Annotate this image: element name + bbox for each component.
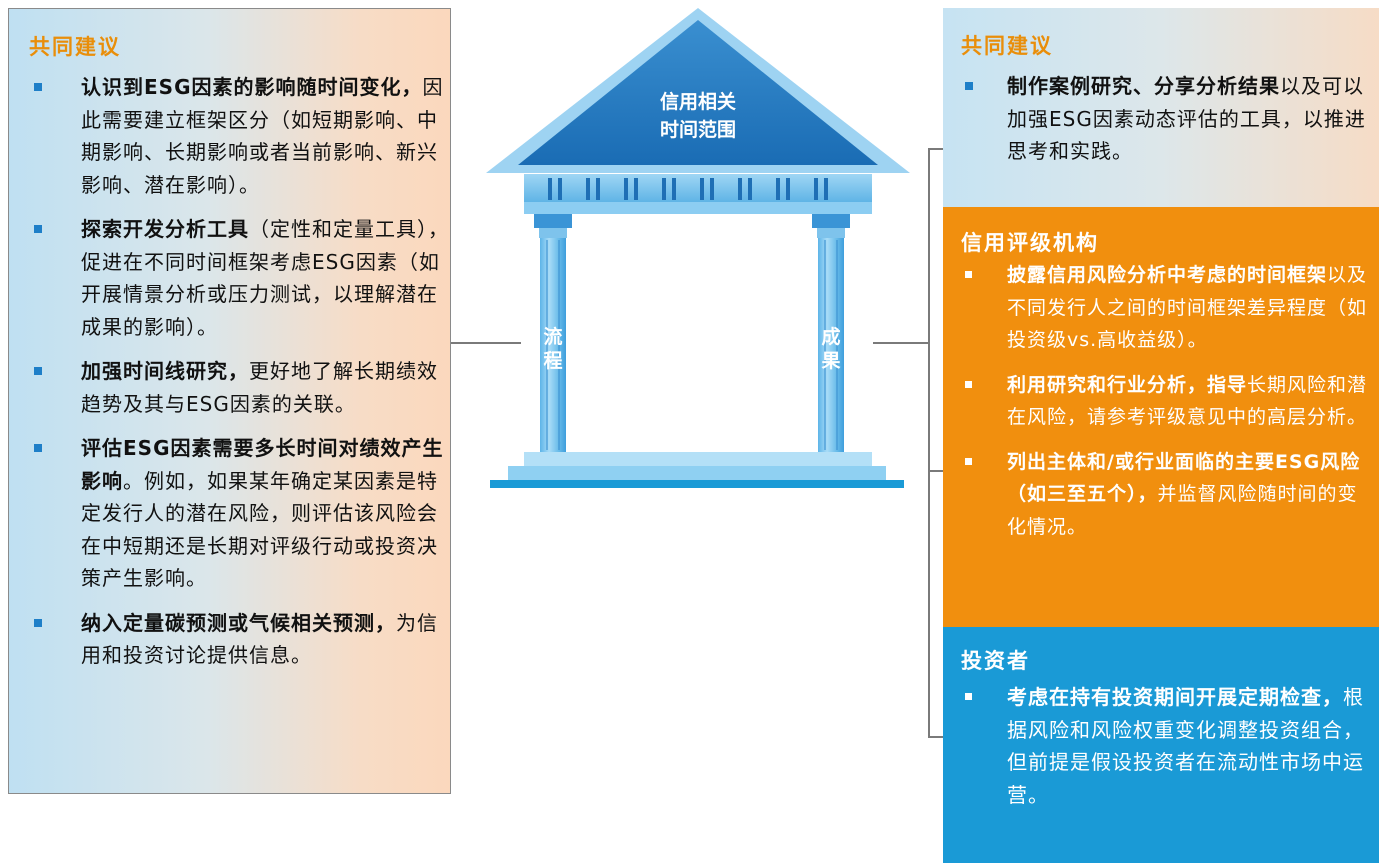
list-item: 制作案例研究、分享分析结果以及可以加强ESG因素动态评估的工具，以推进思考和实践… — [961, 70, 1375, 168]
right-bracket-top — [928, 148, 943, 150]
left-panel-title: 共同建议 — [29, 35, 121, 59]
right-pillar-label-2: 果 — [820, 350, 840, 372]
list-item: 纳入定量碳预测或气候相关预测，为信用和投资讨论提供信息。 — [29, 607, 451, 672]
square-bullet-icon — [965, 271, 972, 278]
list-item: 披露信用风险分析中考虑的时间框架以及不同发行人之间的时间框架差异程度（如投资级v… — [961, 259, 1375, 357]
investors-panel: 投资者 考虑在持有投资期间开展定期检查，根据风险和风险权重变化调整投资组合，但前… — [943, 627, 1379, 863]
square-bullet-icon — [965, 82, 973, 90]
left-connector-line — [451, 342, 521, 344]
temple-step-middle — [508, 466, 886, 480]
frieze-triglyphs — [548, 178, 828, 200]
list-item: 加强时间线研究，更好地了解长期绩效趋势及其与ESG因素的关联。 — [29, 355, 451, 420]
square-bullet-icon — [34, 444, 42, 452]
left-recommendations-panel: 共同建议 认识到ESG因素的影响随时间变化，因此需要建立框架区分（如短期影响、中… — [8, 8, 451, 794]
list-item: 认识到ESG因素的影响随时间变化，因此需要建立框架区分（如短期影响、中期影响、长… — [29, 71, 451, 201]
left-pillar-label-1: 流 — [543, 325, 562, 348]
square-bullet-icon — [34, 83, 42, 91]
left-pillar — [534, 214, 572, 452]
list-item: 利用研究和行业分析，指导长期风险和潜在风险，请参考评级意见中的高层分析。 — [961, 369, 1375, 434]
list-item: 列出主体和/或行业面临的主要ESG风险（如三至五个），并监督风险随时间的变化情况… — [961, 446, 1375, 544]
right-bracket-bottom — [928, 736, 943, 738]
right-bracket-mid — [928, 470, 943, 472]
right-connector-line — [873, 342, 928, 344]
temple-roof-inner — [518, 20, 878, 165]
temple-step-top — [524, 452, 872, 466]
right-common-panel: 共同建议 制作案例研究、分享分析结果以及可以加强ESG因素动态评估的工具，以推进… — [943, 8, 1379, 207]
roof-label-line1: 信用相关 — [660, 90, 736, 113]
list-item: 考虑在持有投资期间开展定期检查，根据风险和风险权重变化调整投资组合，但前提是假设… — [961, 681, 1375, 811]
right-cra-list: 披露信用风险分析中考虑的时间框架以及不同发行人之间的时间框架差异程度（如投资级v… — [961, 259, 1379, 555]
square-bullet-icon — [34, 225, 42, 233]
square-bullet-icon — [34, 618, 42, 627]
square-bullet-icon — [965, 693, 972, 700]
right-common-list: 制作案例研究、分享分析结果以及可以加强ESG因素动态评估的工具，以推进思考和实践… — [961, 70, 1379, 168]
temple-diagram: 信用相关 时间范围 流 程 成 果 — [486, 8, 910, 488]
right-inv-title: 投资者 — [961, 649, 1030, 673]
square-bullet-icon — [965, 457, 972, 465]
right-pillar — [812, 214, 850, 452]
square-bullet-icon — [34, 367, 42, 375]
square-bullet-icon — [965, 380, 972, 388]
temple-architrave — [524, 202, 872, 214]
right-inv-list: 考虑在持有投资期间开展定期检查，根据风险和风险权重变化调整投资组合，但前提是假设… — [961, 681, 1379, 811]
left-pillar-label-2: 程 — [543, 350, 562, 372]
roof-label-line2: 时间范围 — [660, 118, 736, 141]
right-pillar-label-1: 成 — [821, 325, 840, 348]
right-bracket-vertical — [928, 148, 930, 738]
list-item: 探索开发分析工具（定性和定量工具），促进在不同时间框架考虑ESG因素（如开展情景… — [29, 213, 451, 343]
right-cra-title: 信用评级机构 — [961, 231, 1099, 255]
credit-rating-agencies-panel: 信用评级机构 披露信用风险分析中考虑的时间框架以及不同发行人之间的时间框架差异程… — [943, 207, 1379, 627]
list-item: 评估ESG因素需要多长时间对绩效产生影响。例如，如果某年确定某因素是特定发行人的… — [29, 432, 451, 595]
temple-step-bottom — [490, 480, 904, 488]
temple-frieze — [524, 174, 872, 202]
left-bullet-list: 认识到ESG因素的影响随时间变化，因此需要建立框架区分（如短期影响、中期影响、长… — [29, 71, 449, 684]
right-common-title: 共同建议 — [961, 34, 1053, 58]
